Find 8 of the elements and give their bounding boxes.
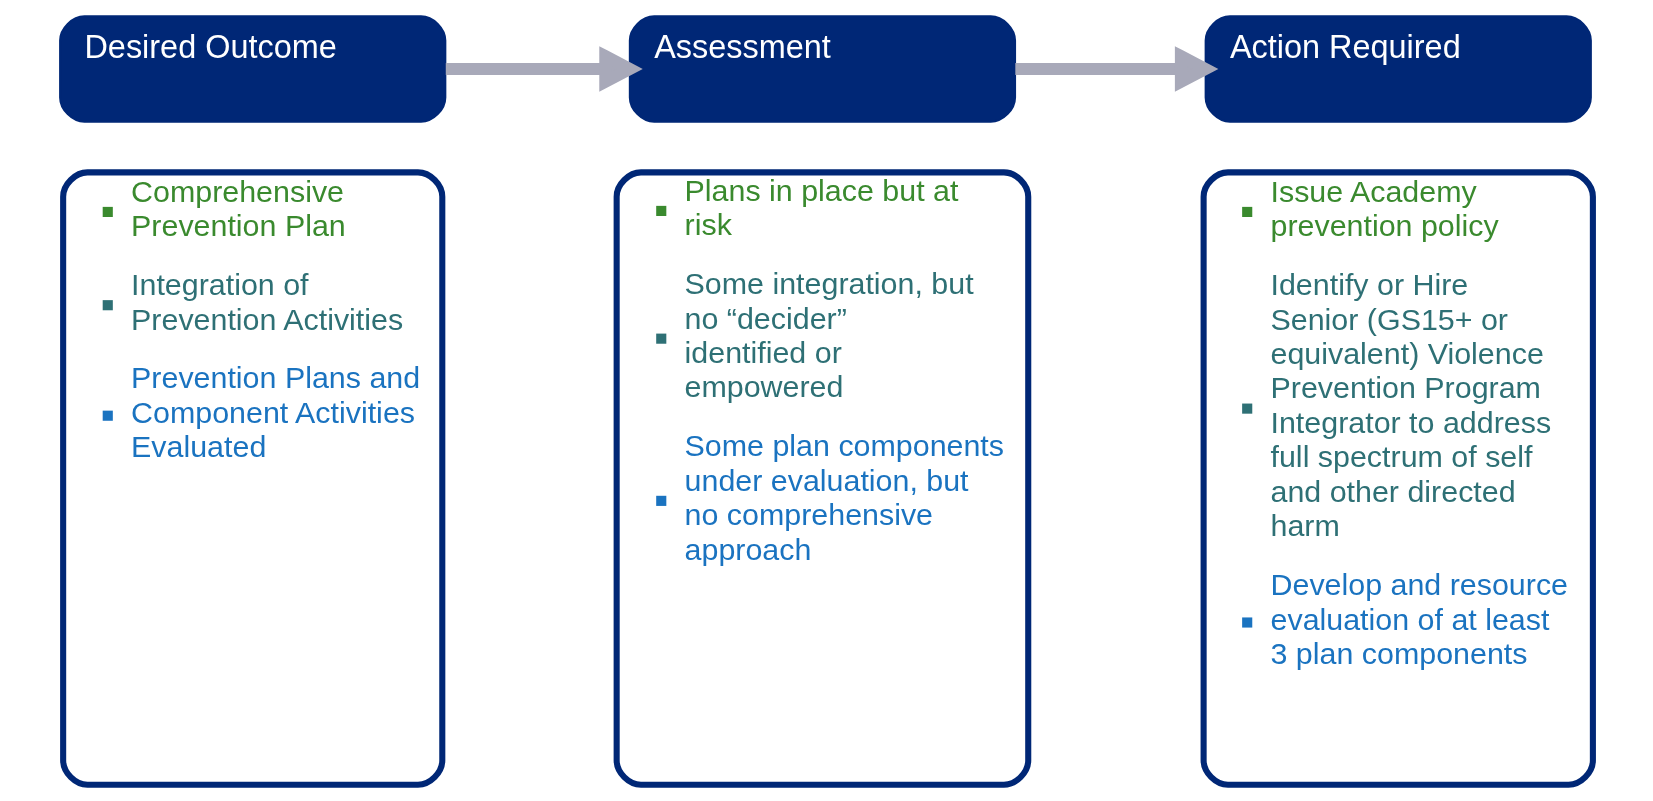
arrow: [1015, 46, 1219, 92]
node-box: Desired Outcome: [59, 15, 447, 123]
node-box: Assessment: [628, 15, 1017, 123]
arrow: [445, 46, 643, 92]
node-box: Action Required: [1204, 15, 1592, 123]
node-box: Plans in place but at risk Some integration, but no “decider” identified or empowered Some plan components under evaluation, but no comprehensive approach: [613, 169, 1032, 788]
node-box: Comprehensive Prevention Plan Integration of Prevention Activities Prevention Plans and Component Activities Evaluated: [60, 169, 446, 788]
node-box: Issue Academy prevention policy Identify or Hire Senior (GS15+ or equivalent) Violence Prevention Program Integrator to address full spectrum of self and other directed harm Develop and resource evaluation of at least 3 plan components: [1200, 169, 1596, 788]
